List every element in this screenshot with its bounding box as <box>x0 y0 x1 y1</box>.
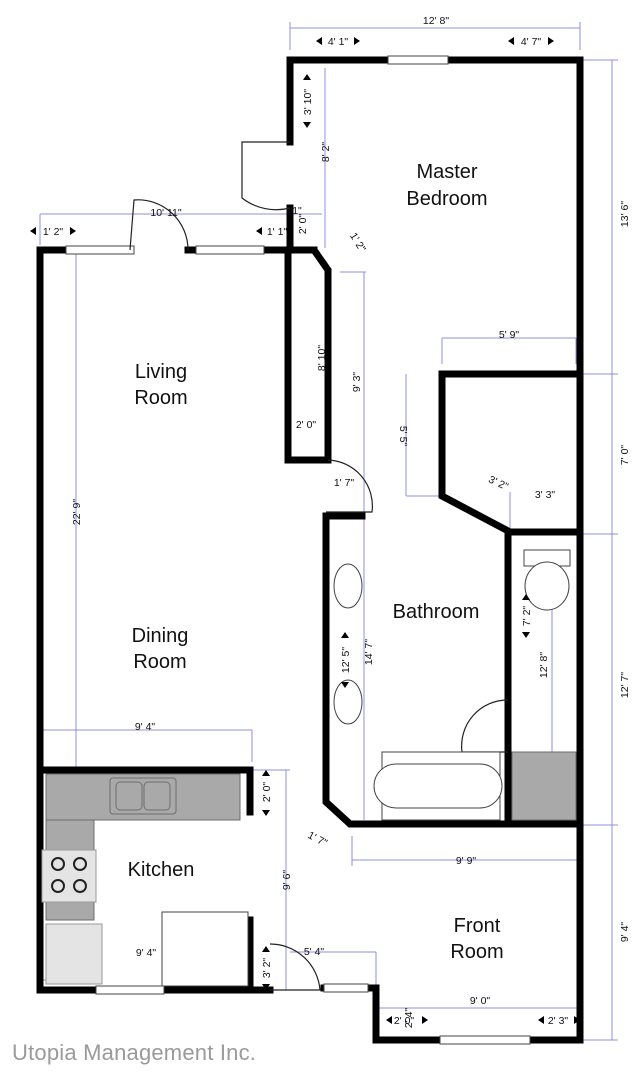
dim-closet2-left: 5' 5" <box>397 426 409 447</box>
dim-bath-corner: 1' 7" <box>306 829 330 849</box>
dim-small-b: 2' 0" <box>297 214 309 235</box>
stove-burners <box>51 857 87 893</box>
sink-basin-right <box>143 781 171 811</box>
window-bedroom <box>387 55 449 65</box>
footer-company-name: Utopia Management Inc. <box>12 1040 257 1065</box>
walls <box>36 56 584 1044</box>
dim-right-bottom: 9' 4" <box>619 922 631 943</box>
dim-kitchen-gap: 2' 0" <box>261 782 273 803</box>
dim-right-lower: 12' 7" <box>619 672 631 698</box>
dim-living-top: 10' 11" <box>150 207 182 219</box>
dim-front-step-b: 2' 4" <box>403 1008 415 1029</box>
dim-living-height: 22' 9" <box>71 499 83 525</box>
dim-closet2-diag: 3' 2" <box>487 474 511 494</box>
fixtures <box>41 549 577 987</box>
dim-right-upper: 13' 6" <box>619 201 631 227</box>
door-living <box>129 199 189 251</box>
refrigerator <box>161 911 249 987</box>
dishwasher <box>45 923 103 985</box>
window-living-left <box>65 245 135 255</box>
window-entry <box>323 983 369 993</box>
windows <box>65 55 531 1045</box>
dim-front-step: 2' 0" <box>394 1015 415 1027</box>
room-kitchen: Kitchen <box>128 859 195 881</box>
door-bedroom <box>241 141 291 211</box>
dim-left-short: 1' 2" <box>43 226 64 238</box>
dim-toilet-room: 7' 2" <box>521 606 533 627</box>
dim-bath-bottom: 9' 9" <box>456 855 477 867</box>
room-living-l1: Living <box>135 361 187 383</box>
doors <box>129 141 509 991</box>
dim-bath-door: 1' 7" <box>334 477 355 489</box>
vanity-sink-lower <box>333 679 363 725</box>
vanity-sink-upper <box>333 563 363 609</box>
dim-living-right-short: 1' 1" <box>267 226 288 238</box>
dimension-labels: 12' 8" 4' 1" 4' 7" 3' 10" 8' 2" 13' 6" 1… <box>30 15 631 1028</box>
door-entry <box>269 943 321 991</box>
dim-entry: 5' 4" <box>304 946 325 958</box>
dim-top-left: 4' 1" <box>328 36 349 48</box>
dim-kitchen-width: 9' 4" <box>136 947 157 959</box>
dim-closet-width: 2' 0" <box>296 419 317 431</box>
dim-dining-width: 9' 4" <box>135 721 156 733</box>
dim-front-right: 2' 3" <box>548 1015 569 1027</box>
dim-closet2-width: 5' 9" <box>499 329 520 341</box>
dim-top-total: 12' 8" <box>423 15 449 27</box>
window-kitchen <box>95 985 165 995</box>
dim-vanity-span: 12' 5" <box>340 647 352 673</box>
room-master-bedroom-l1: Master <box>416 161 477 183</box>
room-front-l1: Front <box>454 915 501 937</box>
room-bathroom: Bathroom <box>393 601 480 623</box>
room-living-l2: Room <box>134 387 187 409</box>
dim-front-width: 9' 0" <box>470 995 491 1007</box>
door-bathroom <box>326 459 373 513</box>
dim-top-right: 4' 7" <box>521 36 542 48</box>
dim-wc-height: 12' 8" <box>538 652 550 678</box>
bathtub-basin <box>373 763 503 809</box>
dim-bedroom-door: 3' 10" <box>302 89 314 115</box>
room-dining-l2: Room <box>133 651 186 673</box>
door-wc <box>461 699 509 753</box>
dim-right-mid: 7' 0" <box>619 445 631 466</box>
shower <box>511 751 577 821</box>
dim-kitchen-height: 9' 6" <box>281 870 293 891</box>
stove <box>41 849 97 903</box>
dim-small-a: 1" <box>292 205 302 217</box>
dim-closet2-bottom: 3' 3" <box>535 489 556 501</box>
dim-closet-height: 9' 3" <box>351 372 363 393</box>
room-front-l2: Room <box>450 941 503 963</box>
dim-bath-height: 14' 7" <box>363 639 375 665</box>
room-master-bedroom-l2: Bedroom <box>406 188 487 210</box>
room-dining-l1: Dining <box>132 625 189 647</box>
dimension-lines <box>37 22 618 1041</box>
dim-bedroom-left: 8' 2" <box>320 142 332 163</box>
toilet-bowl <box>524 561 570 611</box>
window-living-right <box>195 245 265 255</box>
window-front-room <box>439 1035 531 1045</box>
room-labels: Master Bedroom Living Room Dining Room B… <box>128 161 504 963</box>
sink-basin-left <box>115 781 143 811</box>
dim-closet-inner: 8' 10" <box>316 345 328 371</box>
dim-closet-corner: 1' 2" <box>347 231 368 255</box>
dim-kitchen-door: 3' 2" <box>261 958 273 979</box>
